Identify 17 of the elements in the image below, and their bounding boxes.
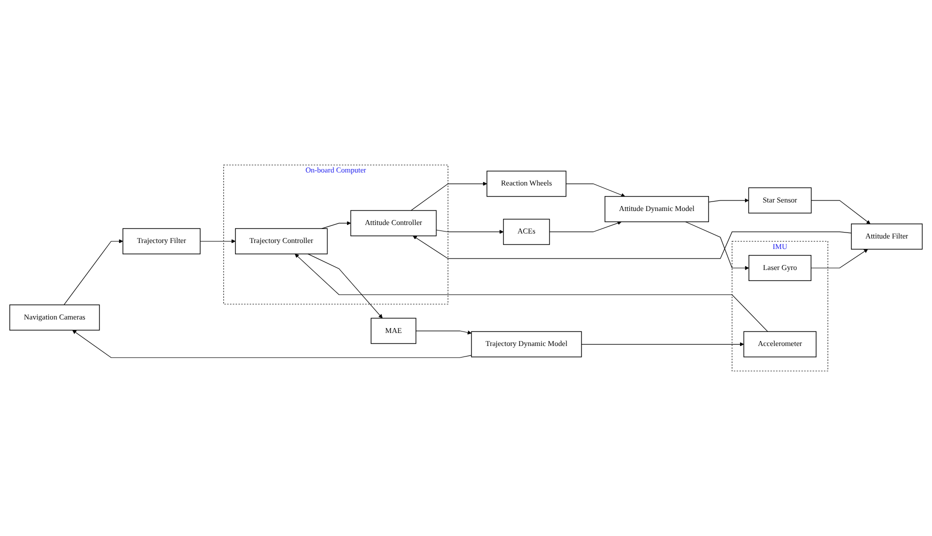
- arrow: [72, 330, 472, 358]
- arrow: [708, 198, 749, 202]
- arrow: [416, 330, 472, 335]
- arrow: [64, 239, 124, 306]
- arrow: [412, 232, 852, 259]
- arrow: [566, 183, 626, 197]
- arrow: [581, 342, 744, 346]
- arrow: [200, 239, 236, 244]
- arrow: [308, 254, 383, 318]
- arrow: [294, 254, 768, 332]
- arrow: [410, 182, 488, 211]
- arrow: [810, 249, 868, 268]
- arrow: [685, 221, 750, 270]
- arrow: [549, 221, 622, 232]
- arrow: [810, 200, 870, 224]
- arrow: [321, 221, 351, 229]
- arrow: [436, 230, 504, 234]
